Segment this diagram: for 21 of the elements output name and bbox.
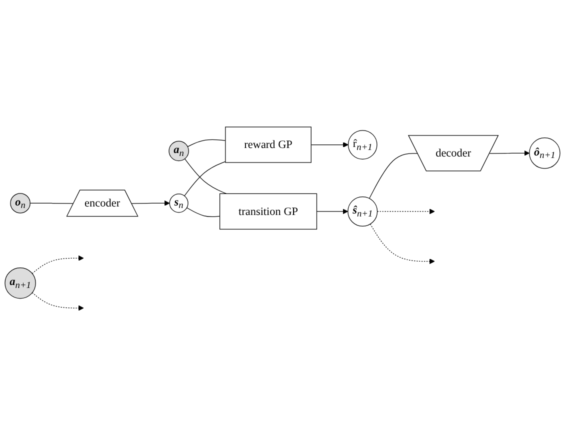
node-circle: r̂$_{n+1}$	[348, 130, 378, 160]
connector	[187, 140, 226, 148]
node-circle: o$_{n}$	[10, 193, 30, 214]
arrow	[489, 150, 530, 156]
arrow	[32, 256, 84, 274]
node-box: transition GP	[219, 194, 318, 230]
connector	[369, 153, 418, 200]
arrow	[376, 209, 435, 214]
arrow	[310, 142, 348, 148]
node-circle: s$_{n}$	[169, 194, 188, 214]
node-box: reward GP	[225, 126, 312, 164]
arrow	[370, 224, 435, 264]
node-circle: a$_{n}$	[168, 141, 189, 162]
connector	[30, 203, 74, 204]
node-circle: a$_{n+1}$	[4, 268, 36, 300]
arrow	[316, 209, 348, 214]
connector	[186, 208, 220, 218]
arrow	[131, 200, 170, 206]
arrow	[32, 292, 84, 312]
node-circle: ô$_{n+1}$	[529, 138, 560, 170]
node-circle: ŝ$_{n+1}$	[348, 196, 378, 227]
